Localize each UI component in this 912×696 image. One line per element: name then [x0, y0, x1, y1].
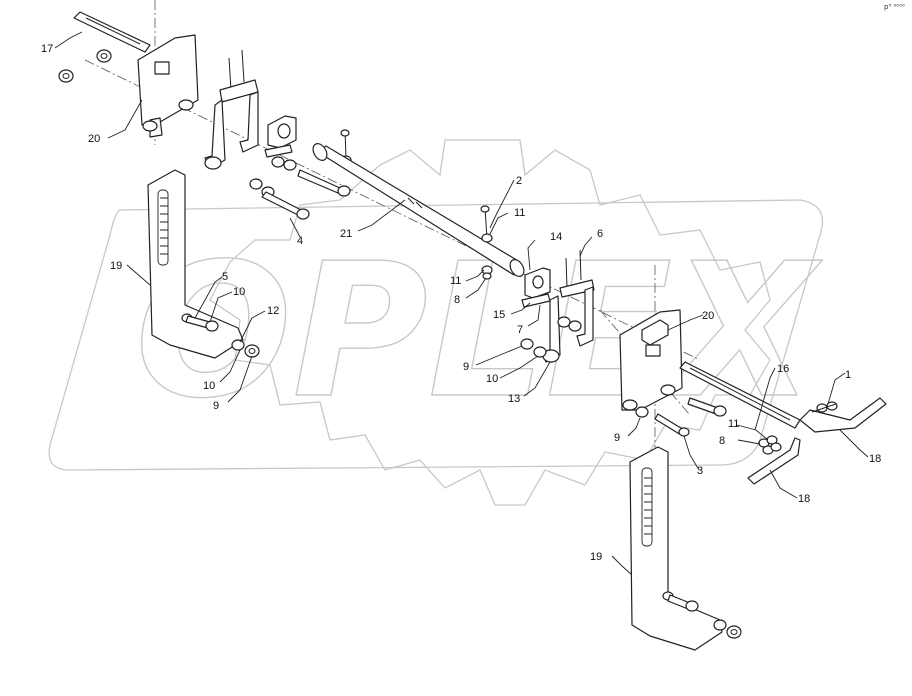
label-10-center: 10 [486, 373, 498, 385]
label-3: 3 [697, 465, 703, 477]
label-4: 4 [297, 235, 303, 247]
label-18-lower: 18 [798, 493, 810, 505]
label-2: 2 [516, 175, 522, 187]
label-21: 21 [340, 228, 352, 240]
part-17-bar [73, 11, 151, 53]
label-11-tube: 11 [450, 275, 461, 287]
label-13: 13 [508, 393, 520, 405]
part-20-lower-bracket [619, 309, 683, 411]
label-20-upper: 20 [88, 133, 100, 145]
label-16: 16 [777, 363, 789, 375]
bolts-part-8-right [758, 435, 782, 455]
part-14-clamp [521, 267, 551, 308]
upper-u-bracket [204, 49, 259, 170]
label-8-tube: 8 [454, 294, 460, 306]
part-18-bar-upper [799, 397, 887, 433]
part-19-left-bracket [147, 169, 244, 359]
washers-left-lower [231, 339, 260, 358]
part-21-tube [312, 143, 525, 277]
label-10-lower-left: 10 [203, 380, 215, 392]
label-17: 17 [41, 43, 53, 55]
part-3-bolt [635, 397, 727, 437]
label-20-lower: 20 [702, 310, 714, 322]
watermark-text: OPLEX [135, 223, 823, 439]
label-10-upper: 10 [233, 286, 245, 298]
label-9-right: 9 [614, 432, 620, 444]
label-18-right: 18 [869, 453, 881, 465]
label-5: 5 [222, 271, 228, 283]
bolt-center [480, 205, 493, 280]
part-4-bolt [249, 178, 310, 220]
label-6: 6 [597, 228, 603, 240]
part-20-upper-bracket [137, 34, 199, 138]
washers-lower-center [520, 316, 582, 358]
label-1: 1 [845, 369, 851, 381]
washers-upper-tube [271, 156, 351, 197]
label-8-right: 8 [719, 435, 725, 447]
label-14: 14 [550, 231, 562, 243]
part-19-lower-bracket [629, 446, 723, 651]
callout-labels: 17 20 2 11 21 4 19 5 10 12 10 9 11 8 14 … [41, 43, 881, 563]
washers-top-left [58, 49, 112, 83]
leader-lines [54, 31, 869, 576]
upper-clamp-block [264, 115, 297, 158]
label-15: 15 [493, 309, 505, 321]
washers-lower-right [713, 619, 742, 639]
label-19-lower: 19 [590, 551, 602, 563]
label-9-left: 9 [213, 400, 219, 412]
label-19-upper: 19 [110, 260, 122, 272]
corner-mark: p⁵ ⁰⁰⁰⁰ [884, 3, 905, 11]
label-11-right: 11 [728, 418, 739, 430]
label-12: 12 [267, 305, 279, 317]
bolts-part-1 [811, 401, 838, 413]
label-9-center: 9 [463, 361, 469, 373]
label-11-center: 11 [514, 207, 525, 219]
part-18-bar-lower [747, 437, 801, 485]
label-7: 7 [517, 324, 523, 336]
lower-u-bracket [541, 286, 594, 363]
